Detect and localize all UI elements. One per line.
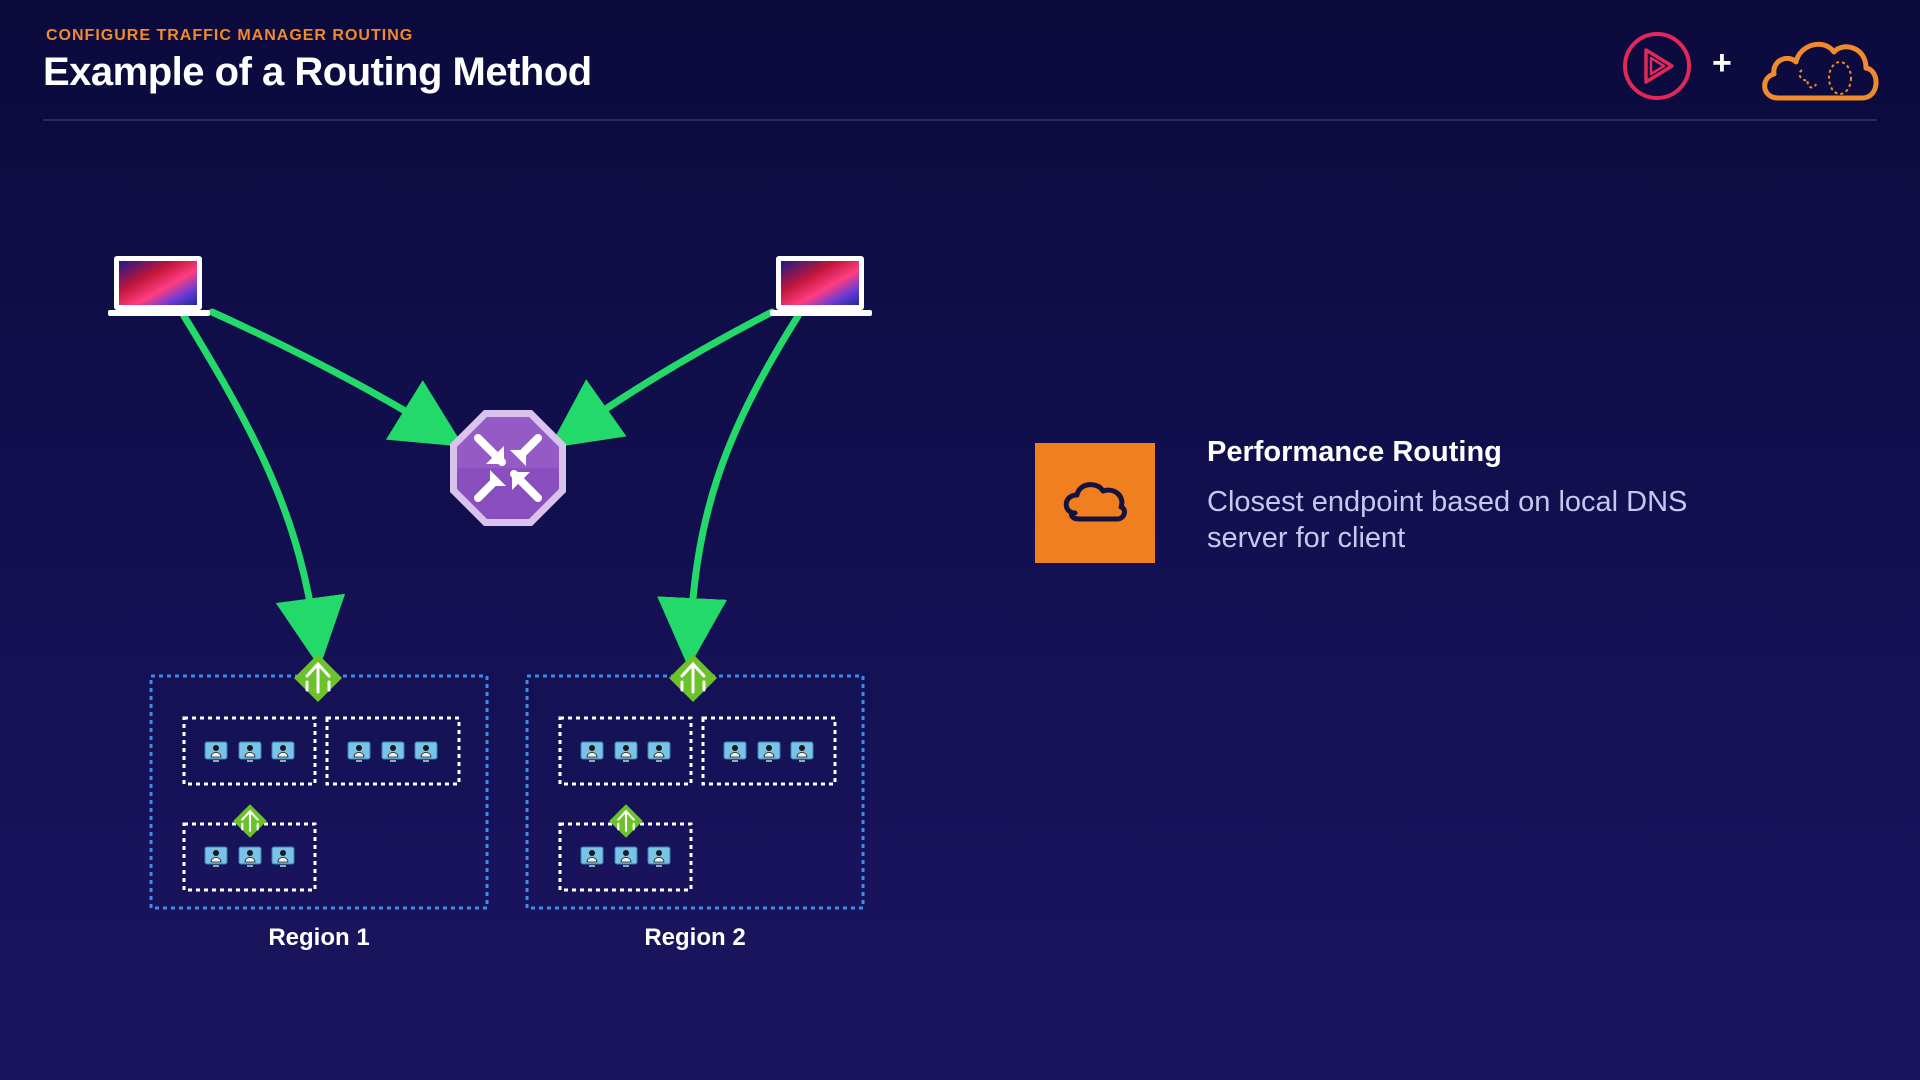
region-2-subnet-b — [701, 716, 837, 786]
arrow-client1-to-region1 — [180, 312, 346, 668]
region-2 — [525, 652, 865, 910]
virtual-machine-icon — [347, 741, 438, 763]
callout-title: Performance Routing — [1207, 436, 1502, 468]
region-2-load-balancer — [667, 652, 719, 704]
laptop-icon — [108, 256, 210, 316]
region-1-subnet-b — [325, 716, 461, 786]
brand-separator: + — [1712, 44, 1732, 82]
laptop-icon — [770, 256, 872, 316]
client-laptop-right — [770, 256, 872, 316]
load-balancer-icon — [232, 803, 268, 839]
cloud-icon — [1063, 482, 1127, 522]
region-1-load-balancer — [292, 652, 344, 704]
region-1-boundary — [149, 674, 489, 910]
slide-title: Example of a Routing Method — [43, 50, 592, 94]
traffic-manager-icon — [450, 410, 566, 526]
load-balancer-icon — [667, 652, 719, 704]
arrow-client1-to-traffic-manager — [208, 308, 464, 447]
performance-routing-tile — [1035, 443, 1155, 563]
region-1 — [149, 652, 489, 910]
region-2-subnet-a — [558, 716, 693, 786]
client-laptop-left — [108, 256, 210, 316]
arrow-client2-to-traffic-manager — [549, 308, 776, 449]
region-1-label: Region 1 — [268, 924, 370, 951]
play-logo-icon — [1623, 32, 1691, 100]
load-balancer-icon — [608, 803, 644, 839]
cloud-brain-logo-icon — [1762, 41, 1879, 101]
region-1-internal-load-balancer — [232, 803, 268, 839]
region-2-internal-load-balancer — [608, 803, 644, 839]
region-2-boundary — [525, 674, 865, 910]
region-2-label: Region 2 — [644, 924, 746, 951]
header-divider — [43, 119, 1877, 121]
arrow-client2-to-region2 — [657, 312, 802, 668]
virtual-machine-icon — [204, 741, 295, 763]
load-balancer-icon — [292, 652, 344, 704]
virtual-machine-icon — [580, 741, 671, 763]
eyebrow-label: CONFIGURE TRAFFIC MANAGER ROUTING — [46, 27, 414, 44]
brand-logos — [1623, 32, 1879, 101]
virtual-machine-icon — [580, 846, 671, 868]
callout-description: Closest endpoint based on local DNS serv… — [1207, 486, 1688, 554]
virtual-machine-icon — [723, 741, 814, 763]
region-1-subnet-a — [182, 716, 317, 786]
virtual-machine-icon — [204, 846, 295, 868]
